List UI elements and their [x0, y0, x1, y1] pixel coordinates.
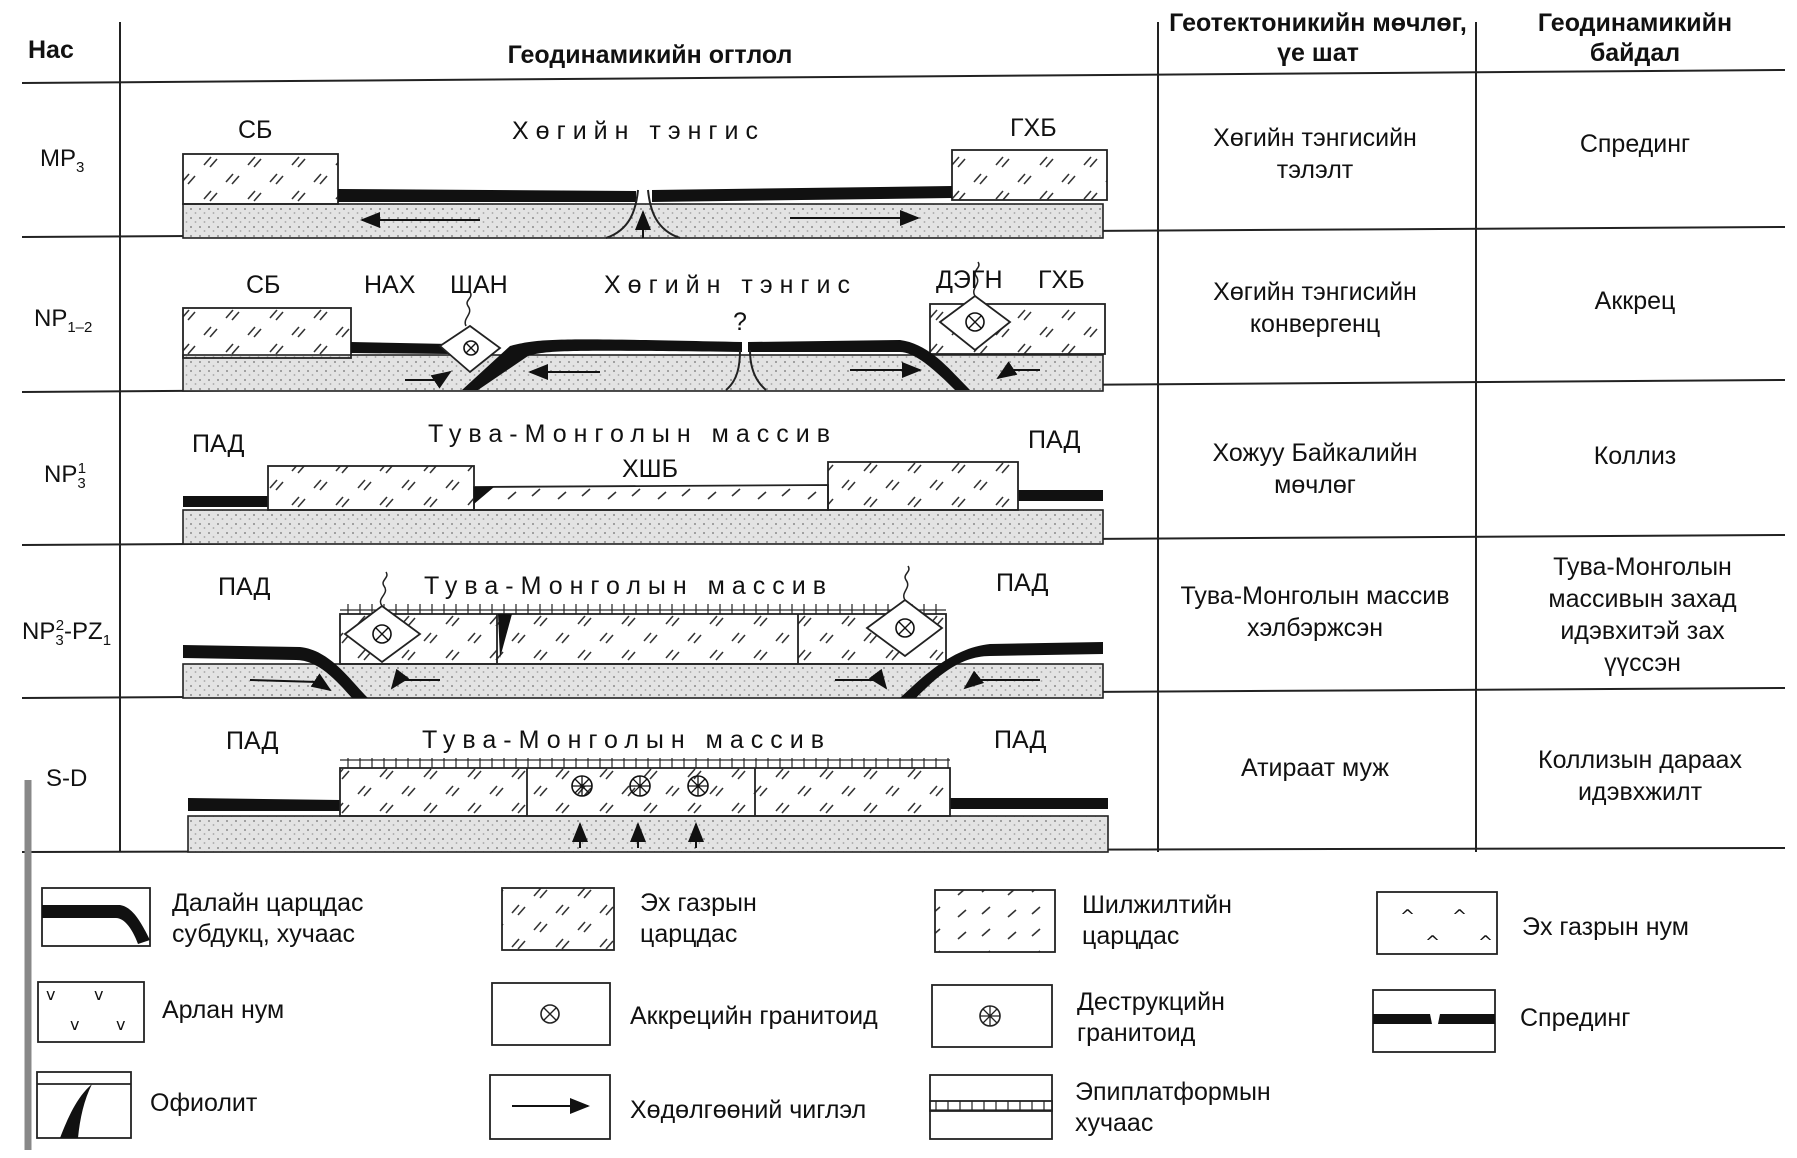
svg-text:^: ^: [1400, 906, 1415, 927]
label-ghb-1: ГХБ: [1010, 114, 1057, 142]
legend-accretion-granitoid: Аккрецийн гранитоид: [630, 1002, 878, 1030]
legend-continental-arc: Эх газрын нум: [1522, 913, 1689, 941]
continental-crust-icon: [501, 887, 615, 951]
header-regime: Геодинамикийн байдал: [1537, 9, 1733, 67]
label-pad-5l: ПАД: [226, 727, 279, 755]
legend-transitional-crust: Шилжилтийн царцдас: [1082, 891, 1232, 950]
age-row-2: NP1–2: [34, 305, 93, 336]
label-sb-2: СБ: [246, 271, 281, 299]
section-row-1: [182, 149, 1108, 239]
svg-text:v: v: [46, 985, 55, 1004]
svg-text:^: ^: [1478, 932, 1493, 953]
regime-row-2: Аккрец: [1594, 287, 1676, 315]
accretion-granitoid-icon: [491, 982, 611, 1046]
age-row-3: NP31: [44, 460, 87, 492]
section-row-2: [182, 261, 1106, 392]
label-shan: ШАН: [450, 271, 508, 299]
section-row-5: [187, 758, 1109, 853]
legend-movement-direction: Хөдөлгөөний чиглэл: [630, 1096, 867, 1124]
oceanic-crust-icon: [41, 887, 151, 947]
svg-text:^: ^: [1425, 932, 1440, 953]
label-sea-1: Хөгийн тэнгис: [512, 117, 765, 145]
transitional-crust-icon: [934, 889, 1056, 953]
legend-island-arc: Арлан нум: [162, 996, 285, 1024]
header-stage: Геотектоникийн мөчлөг, үе шат: [1169, 9, 1467, 67]
legend-oceanic-crust: Далайн царцдас субдукц, хучаас: [172, 889, 364, 948]
stage-row-5: Атираат муж: [1240, 754, 1390, 782]
age-row-4: NP32-PZ1: [22, 617, 112, 649]
header-section: Геодинамикийн огтлол: [507, 41, 793, 69]
section-row-4: [182, 565, 1104, 699]
svg-text:v: v: [116, 1015, 125, 1034]
svg-text:^: ^: [1452, 906, 1467, 927]
continental-arc-icon: ^ ^ ^ ^: [1376, 891, 1498, 955]
label-massif-3: Тува-Монголын массив: [428, 420, 837, 448]
legend-spreading: Спрединг: [1520, 1004, 1631, 1032]
regime-row-3: Коллиз: [1593, 442, 1677, 470]
label-sea-2: Хөгийн тэнгис: [604, 271, 857, 299]
stage-row-3: Хожуу Байкалийн мөчлөг: [1212, 439, 1418, 499]
regime-row-5: Коллизын дараах идэвхжилт: [1538, 746, 1742, 806]
legend-ophiolite: Офиолит: [150, 1089, 258, 1117]
label-pad-3r: ПАД: [1028, 426, 1081, 454]
header-age: Нас: [28, 36, 74, 64]
spreading-icon: [1372, 989, 1496, 1053]
age-row-5: S-D: [46, 765, 88, 792]
legend-destruction-granitoid: Деструкцийн гранитоид: [1077, 988, 1225, 1047]
stage-row-4: Тува-Монголын массив хэлбэржсэн: [1180, 582, 1450, 642]
epiplatform-cover-icon: [929, 1074, 1053, 1140]
stage-row-1: Хөгийн тэнгисийн тэлэлт: [1213, 124, 1417, 184]
label-nah: НАХ: [364, 271, 416, 299]
label-hshb: ХШБ: [622, 455, 678, 483]
label-pad-4r: ПАД: [996, 569, 1049, 597]
regime-row-4: Тува-Монголын массивын захад идэвхитэй з…: [1548, 553, 1737, 677]
section-row-3: [182, 461, 1104, 545]
label-question: ?: [733, 308, 747, 336]
movement-direction-icon: [489, 1074, 611, 1140]
svg-text:v: v: [94, 985, 103, 1004]
label-degn: ДЭГН: [936, 266, 1003, 294]
label-pad-4l: ПАД: [218, 573, 271, 601]
legend-epiplatform-cover: Эпиплатформын хучаас: [1075, 1078, 1271, 1137]
label-massif-5: Тува-Монголын массив: [422, 726, 831, 754]
legend-continental-crust: Эх газрын царцдас: [640, 889, 757, 948]
label-ghb-2: ГХБ: [1038, 266, 1085, 294]
label-pad-5r: ПАД: [994, 726, 1047, 754]
regime-row-1: Спрединг: [1579, 130, 1691, 158]
ophiolite-icon: [36, 1071, 132, 1139]
svg-text:v: v: [70, 1015, 79, 1034]
label-sb-1: СБ: [238, 116, 273, 144]
label-massif-4: Тува-Монголын массив: [424, 572, 833, 600]
destruction-granitoid-icon: [931, 984, 1053, 1048]
stage-row-2: Хөгийн тэнгисийн конвергенц: [1213, 278, 1417, 338]
label-pad-3l: ПАД: [192, 430, 245, 458]
age-row-1: MP3: [40, 145, 85, 176]
